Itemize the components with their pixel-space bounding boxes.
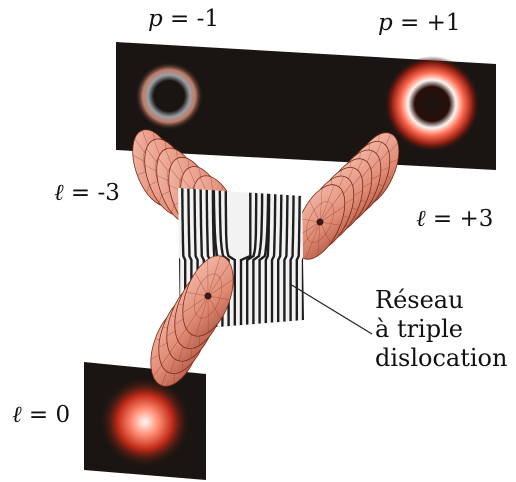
grating-label: Réseau à triple dislocation — [375, 286, 507, 373]
helical-beam-l0 — [150, 255, 234, 387]
helical-beam-l-plus3 — [294, 132, 400, 260]
grating-label-line3: dislocation — [375, 344, 508, 372]
gaussian-beam-l0 — [99, 376, 191, 468]
grating-label-line2: à triple — [375, 315, 463, 343]
label-l-minus3: ℓ = -3 — [54, 180, 120, 206]
label-l-plus3: ℓ = +3 — [416, 206, 494, 232]
grating-pointer-line — [289, 283, 373, 335]
label-l-zero: ℓ = 0 — [12, 402, 71, 428]
label-p-plus1: p = +1 — [378, 10, 461, 36]
grating-label-line1: Réseau — [375, 286, 464, 314]
beam-ring-p-minus — [135, 62, 203, 130]
helix-disc — [182, 255, 234, 337]
label-p-minus1: p = -1 — [148, 6, 220, 32]
beam-ring-p-plus — [384, 56, 480, 152]
